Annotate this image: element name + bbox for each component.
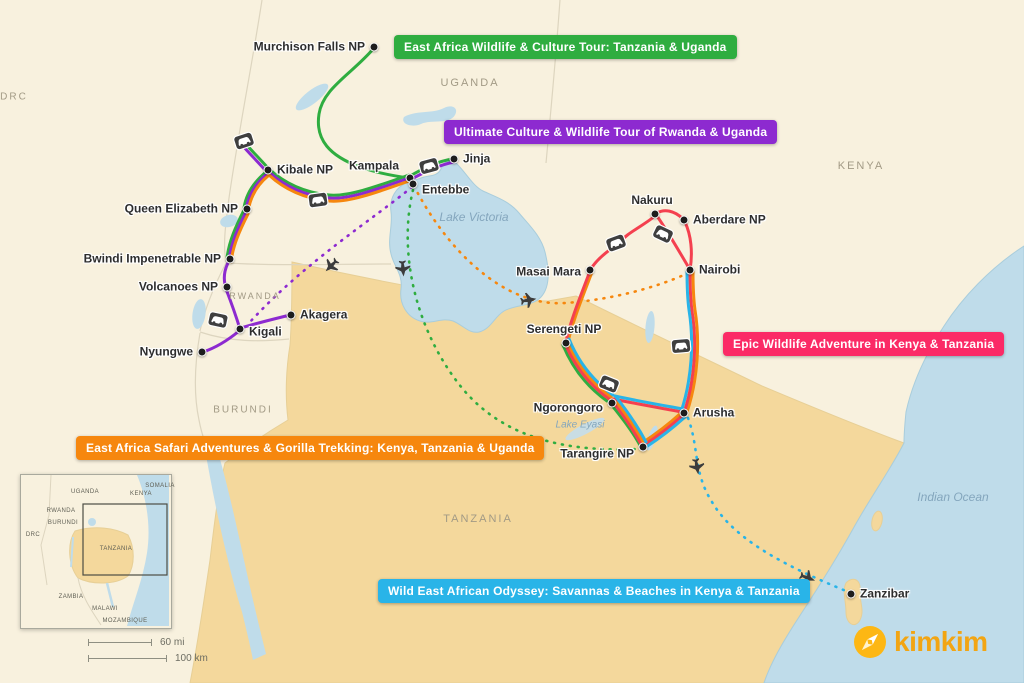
pemba-island [871,510,883,532]
marker-zanzibar [846,589,856,599]
lake-albert [295,83,329,111]
marker-volcanoes-np [222,282,232,292]
route-green-tanzania-uganda [225,46,643,451]
marker-bwindi-impenetrable-np [225,254,235,264]
inset-map-canvas [21,475,169,626]
scale-label-miles: 60 mi [160,636,185,648]
marker-aberdare-np [679,215,689,225]
scale-row-km: 100 km [88,650,208,666]
lake-kyoga [403,106,457,126]
kimkim-logo-text: kimkim [894,626,988,657]
lake-kivu [192,299,206,329]
tour-banner-purple: Ultimate Culture & Wildlife Tour of Rwan… [444,120,778,144]
marker-entebbe [408,179,418,189]
zanzibar-island [843,578,863,626]
marker-queen-elizabeth-np [242,204,252,214]
marker-akagera [286,310,296,320]
scale-line-miles [88,638,152,646]
inset-view-rectangle [82,503,168,576]
lake-natron [645,311,655,343]
scale-line-km [88,654,167,662]
lake-eyasi [565,417,605,441]
tour-banner-pink: Epic Wildlife Adventure in Kenya & Tanza… [723,332,1005,356]
marker-nyungwe [197,347,207,357]
marker-murchison-falls-np [369,42,379,52]
marker-arusha [679,408,689,418]
marker-nakuru [650,209,660,219]
lake-tanganyika [204,444,266,660]
route-orange-safari-gorilla [229,173,700,446]
scale-label-km: 100 km [175,652,208,664]
marker-serengeti-np [561,338,571,348]
tour-banner-cyan: Wild East African Odyssey: Savannas & Be… [378,579,810,603]
kimkim-compass-icon [854,626,886,658]
lake-edward [220,214,238,228]
scale-bar: 60 mi 100 km [88,634,208,666]
car-icon [670,337,692,355]
marker-nairobi [685,265,695,275]
marker-kibale-np [263,165,273,175]
scale-row-miles: 60 mi [88,634,208,650]
car-icon [307,191,329,209]
marker-jinja [449,154,459,164]
tour-routes [201,46,848,593]
kimkim-logo: kimkim [853,625,988,659]
tour-banner-orange: East Africa Safari Adventures & Gorilla … [76,436,545,460]
marker-ngorongoro [607,398,617,408]
marker-masai-mara [585,265,595,275]
tour-banner-green: East Africa Wildlife & Culture Tour: Tan… [394,35,737,59]
marker-kigali [235,324,245,334]
marker-tarangire-np [638,442,648,452]
